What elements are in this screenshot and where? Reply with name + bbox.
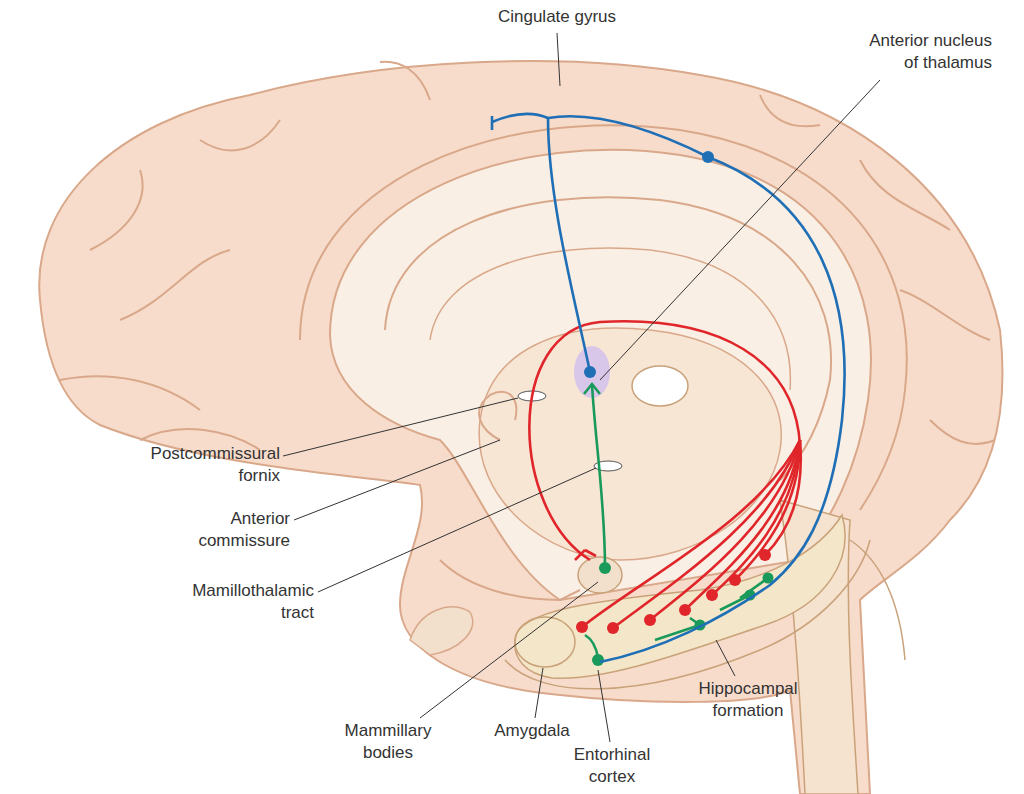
cingulum-pathway xyxy=(492,114,845,662)
structure-label: Hippocampal formation xyxy=(688,678,808,722)
cortex xyxy=(39,61,1002,794)
leader-lines xyxy=(283,33,880,742)
structure-label: Mammillary bodies xyxy=(333,720,443,764)
blue-neurons xyxy=(584,151,714,378)
mamillothalamic-pathway xyxy=(584,384,768,658)
structure-label: Postcommissural fornix xyxy=(120,443,280,487)
temporal-lobe-edge xyxy=(505,540,870,689)
cerebellar-edge xyxy=(850,540,905,660)
structure-label: Anterior nucleus of thalamus xyxy=(852,30,992,74)
hypothalamus xyxy=(440,560,580,600)
interthalamic-adhesion xyxy=(632,366,688,406)
structure-label: Anterior commissure xyxy=(180,508,290,552)
structure-label: Mamillothalamic tract xyxy=(164,580,314,624)
structure-label: Cingulate gyrus xyxy=(472,6,642,28)
structure-label: Amygdala xyxy=(482,720,582,742)
diencephalon xyxy=(479,328,781,560)
fornix-pathway xyxy=(529,321,800,628)
structure-label: Entorhinal cortex xyxy=(562,744,662,788)
green-neurons xyxy=(592,562,774,666)
septal-fold xyxy=(479,392,516,440)
optic-chiasm xyxy=(410,607,473,655)
amygdala-outline xyxy=(515,617,575,667)
mammillary-body xyxy=(578,557,622,593)
